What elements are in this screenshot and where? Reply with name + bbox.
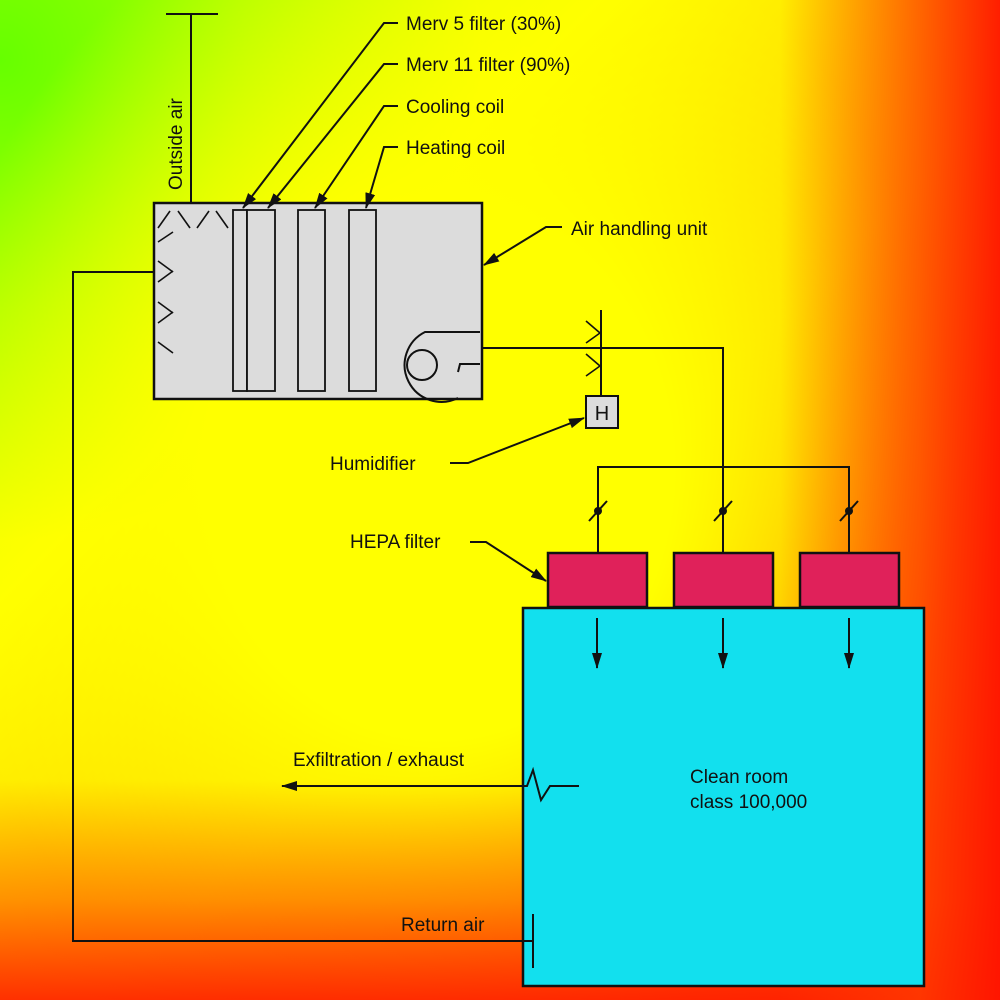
merv11-label: Merv 11 filter (90%) xyxy=(406,55,570,76)
air-handling-unit-label: Air handling unit xyxy=(571,219,708,240)
humidifier-label: Humidifier xyxy=(330,454,416,475)
merv5-filter xyxy=(232,209,248,392)
cooling-coil-leader-arrow xyxy=(314,105,398,209)
outside-air-label: Outside air xyxy=(166,97,187,190)
supply-main-line xyxy=(482,347,724,552)
clean-room-label-line2: class 100,000 xyxy=(690,792,807,813)
cooling-coil-label: Cooling coil xyxy=(406,97,504,118)
cooling-coil xyxy=(297,209,326,392)
hepa-leader-arrow xyxy=(470,541,547,582)
clean-room xyxy=(521,606,926,988)
merv11-leader-arrow xyxy=(267,63,398,209)
merv5-label: Merv 5 filter (30%) xyxy=(406,14,561,35)
return-air-label: Return air xyxy=(401,915,485,936)
damper-icon xyxy=(839,500,859,522)
exfiltration-arrow xyxy=(281,766,579,803)
heating-coil-label: Heating coil xyxy=(406,138,505,159)
clean-room-label-line1: Clean room xyxy=(690,767,788,788)
exfiltration-label: Exfiltration / exhaust xyxy=(293,750,465,771)
intake-louvers-icon xyxy=(157,210,229,354)
heating-coil-leader-arrow xyxy=(365,146,398,209)
supply-fan-icon xyxy=(403,331,480,403)
ahu-leader-arrow xyxy=(483,226,562,266)
damper-icon xyxy=(588,500,608,522)
outside-air-duct xyxy=(166,13,218,203)
humidifier-symbol: H xyxy=(595,403,609,425)
air-handling-unit xyxy=(152,201,484,403)
humidifier-leader-arrow xyxy=(450,417,585,464)
humidifier-box xyxy=(585,395,619,429)
hepa-filter-label: HEPA filter xyxy=(350,532,441,553)
damper-icon xyxy=(713,500,733,522)
return-air-duct xyxy=(72,271,533,942)
merv11-filter xyxy=(246,209,276,392)
heating-coil xyxy=(348,209,377,392)
hepa-filter-2 xyxy=(672,551,775,609)
merv5-leader-arrow xyxy=(242,22,398,209)
supply-duct: H xyxy=(482,310,859,552)
humidifier-nozzle-icon xyxy=(585,320,602,377)
hepa-filter-3 xyxy=(798,551,901,609)
callout-leaders xyxy=(242,22,398,209)
hepa-filter-1 xyxy=(546,551,649,609)
